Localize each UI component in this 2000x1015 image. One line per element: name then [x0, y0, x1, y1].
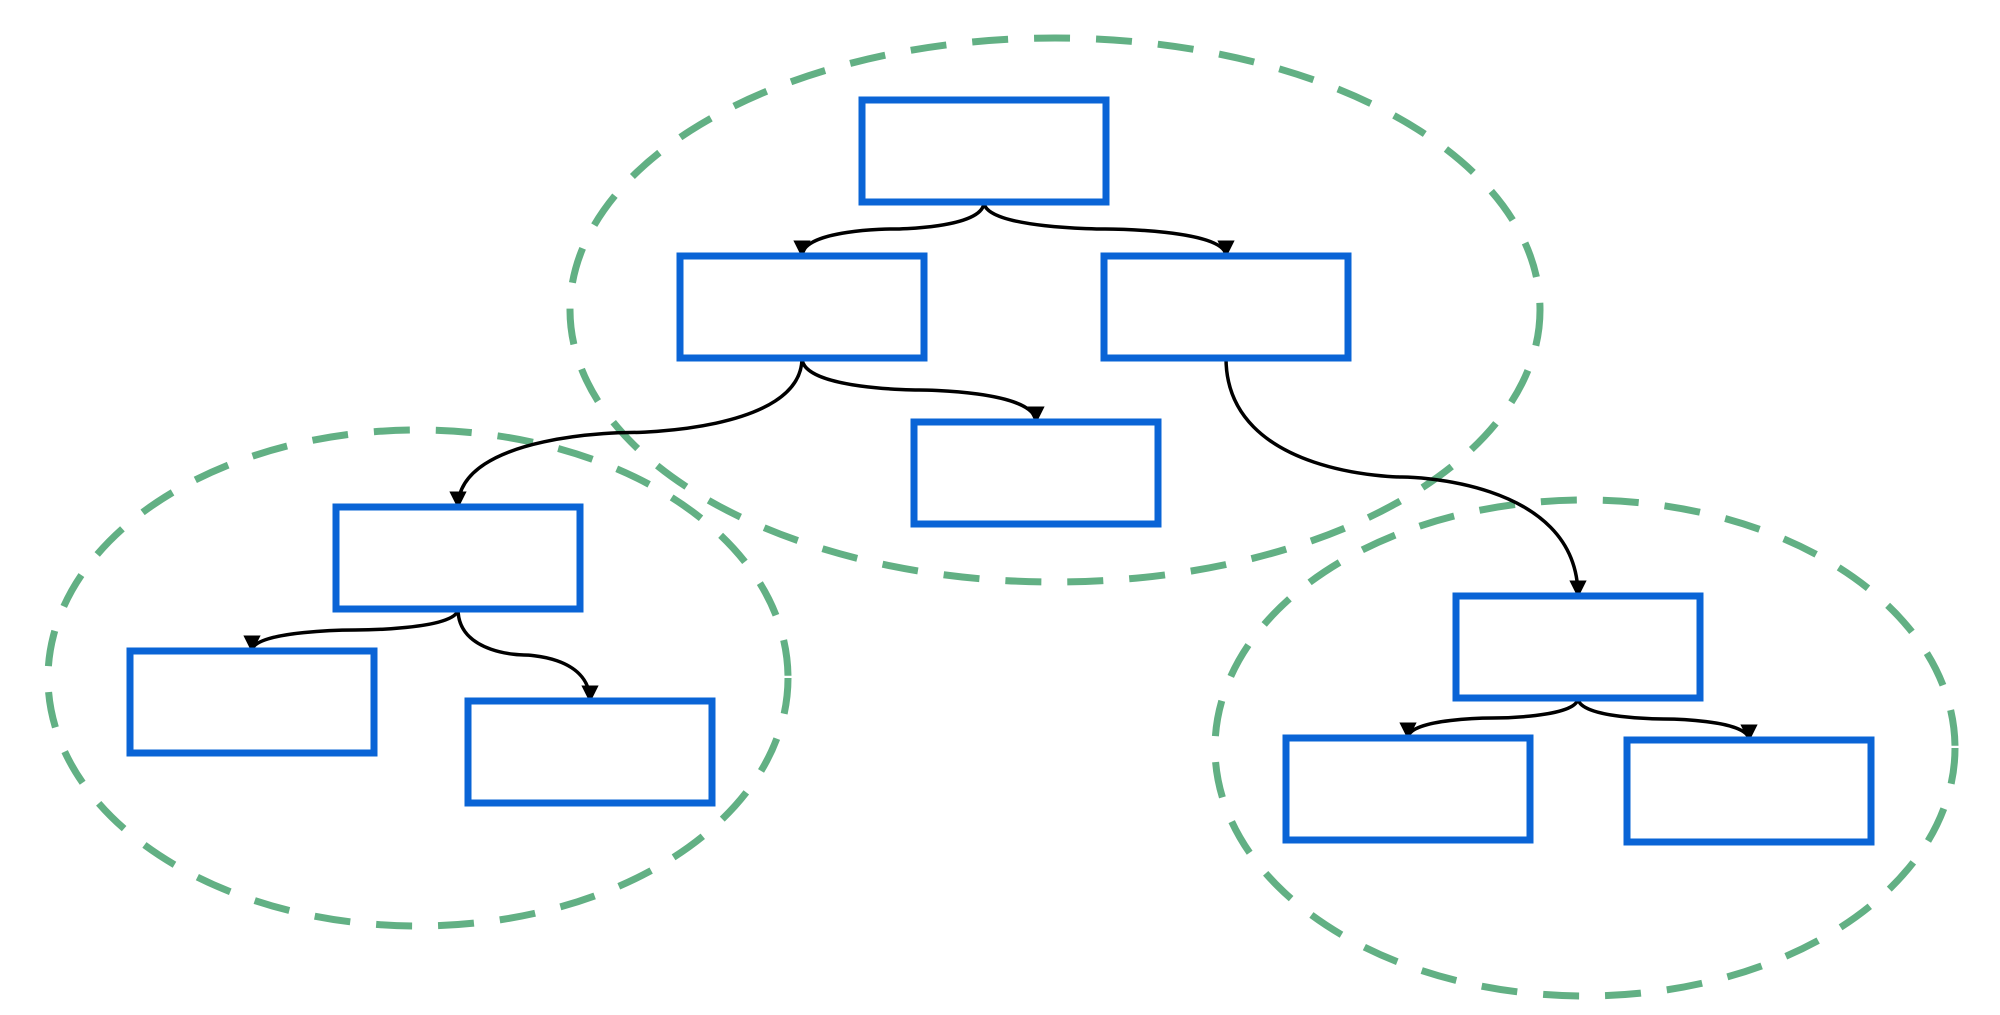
node-right-subtree-child-2: [1623, 736, 1875, 846]
node-root: [858, 96, 1110, 206]
node-root-child-left: [676, 252, 928, 362]
edge-root-child-right-to-right-subtree-root: [1224, 357, 1587, 598]
edge-left-subtree-root-to-left-subtree-child-2: [456, 608, 599, 703]
group-ellipses: [44, 34, 1959, 1000]
edge-right-subtree-root-to-right-subtree-child-2: [1576, 697, 1758, 742]
node-root-child-left-leaf: [910, 418, 1162, 528]
group-ellipse-right: [1211, 496, 1959, 1000]
edge-root-child-left-to-left-subtree-root: [449, 357, 804, 509]
node-left-subtree-child-2: [464, 697, 716, 807]
edge-root-child-left-to-root-child-left-leaf: [800, 357, 1045, 424]
node-root-child-right: [1100, 252, 1352, 362]
node-right-subtree-root: [1452, 592, 1704, 702]
node-left-subtree-child-1: [126, 647, 378, 757]
nodes: [126, 96, 1875, 846]
group-ellipse-top: [566, 34, 1544, 586]
edge-root-to-root-child-left: [793, 201, 986, 258]
edge-root-to-root-child-right: [982, 201, 1235, 258]
edges: [243, 201, 1758, 742]
node-left-subtree-root: [332, 503, 584, 613]
edge-right-subtree-root-to-right-subtree-child-1: [1399, 697, 1580, 740]
group-ellipse-left: [44, 426, 792, 930]
node-right-subtree-child-1: [1282, 734, 1534, 844]
edge-left-subtree-root-to-left-subtree-child-1: [243, 608, 460, 653]
